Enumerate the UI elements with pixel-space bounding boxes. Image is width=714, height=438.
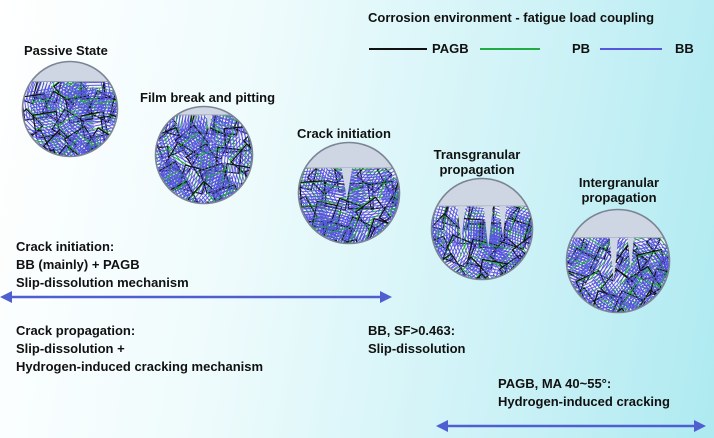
- stage-intergranular-line2: propagation: [581, 190, 657, 205]
- arrow-propagation-right-head: [694, 420, 706, 432]
- stage-passive-label: Passive State: [24, 43, 108, 58]
- note-propagation-line1: Crack propagation:: [16, 323, 136, 338]
- legend-bb-label: BB: [675, 41, 694, 56]
- note-initiation-line1: Crack initiation:: [16, 239, 115, 254]
- note-bb-slip: BB, SF>0.463: Slip-dissolution: [368, 322, 466, 358]
- stage-intergranular-label: Intergranular propagation: [564, 175, 674, 205]
- stage-transgranular-line1: Transgranular: [433, 147, 521, 162]
- legend-pb-label: PB: [572, 41, 591, 56]
- note-crack-propagation: Crack propagation: Slip-dissolution + Hy…: [16, 322, 263, 376]
- diagram-title: Corrosion environment - fatigue load cou…: [368, 10, 655, 25]
- arrow-propagation-range: [436, 420, 706, 432]
- grain-passive: [21, 60, 119, 158]
- legend-bb-line: [600, 48, 662, 50]
- arrow-initiation-left-head: [0, 291, 12, 303]
- note-bb-line2: Slip-dissolution: [368, 341, 466, 356]
- stage-pitting-label: Film break and pitting: [140, 90, 276, 105]
- arrow-propagation-left-head: [436, 420, 448, 432]
- stage-intergranular-line1: Intergranular: [578, 175, 660, 190]
- note-initiation-line2: BB (mainly) + PAGB: [16, 257, 140, 272]
- stage-initiation-label: Crack initiation: [297, 126, 391, 141]
- note-pagb-line2: Hydrogen-induced cracking: [498, 394, 670, 409]
- note-pagb-hydrogen: PAGB, MA 40~55°: Hydrogen-induced cracki…: [498, 375, 670, 411]
- legend-pagb-line: [369, 48, 427, 50]
- note-bb-line1: BB, SF>0.463:: [368, 323, 456, 338]
- grain-transgranular: [430, 177, 534, 281]
- grain-intergranular: [565, 208, 671, 314]
- note-propagation-line2: Slip-dissolution +: [16, 341, 125, 356]
- grain-pitting: [154, 105, 254, 205]
- arrow-initiation-right-head: [380, 291, 392, 303]
- grain-initiation: [297, 141, 401, 245]
- legend-pb-line: [480, 48, 540, 50]
- note-crack-initiation: Crack initiation: BB (mainly) + PAGB Sli…: [16, 238, 189, 292]
- stage-transgranular-label: Transgranular propagation: [422, 147, 532, 177]
- legend-pagb-label: PAGB: [432, 41, 469, 56]
- note-initiation-line3: Slip-dissolution mechanism: [16, 275, 189, 290]
- note-propagation-line3: Hydrogen-induced cracking mechanism: [16, 359, 264, 374]
- note-pagb-line1: PAGB, MA 40~55°:: [498, 376, 612, 391]
- arrow-initiation-range: [0, 291, 392, 303]
- stage-transgranular-line2: propagation: [439, 162, 515, 177]
